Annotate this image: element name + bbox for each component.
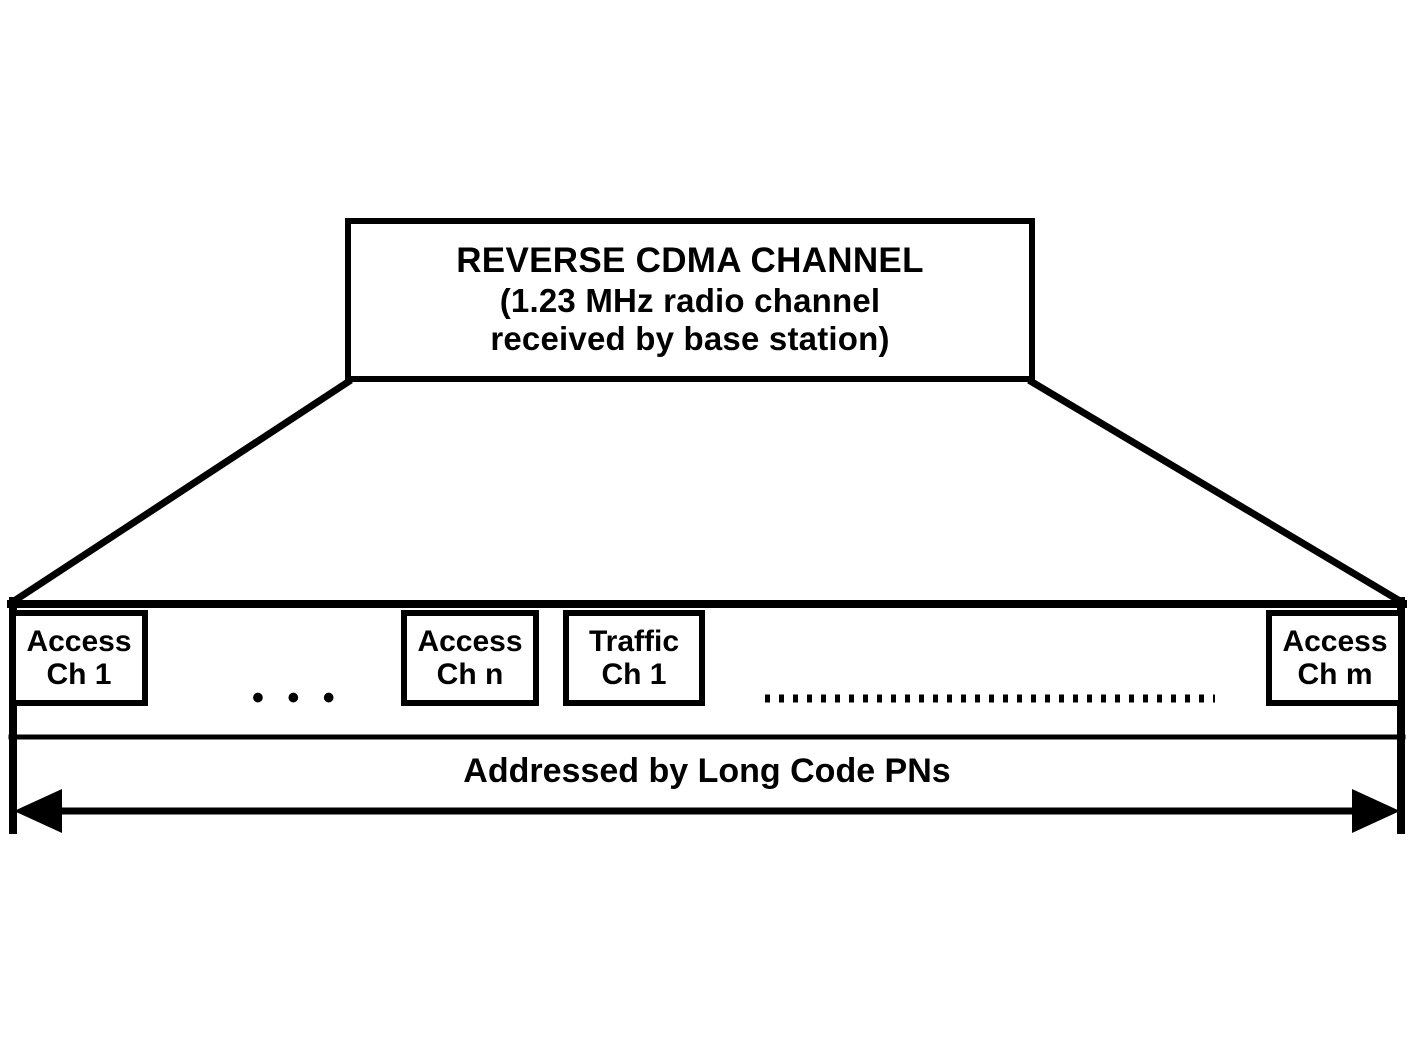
funnel-right-diagonal: [1027, 377, 1405, 606]
channel-cell-label-line-2: Ch 1: [46, 658, 112, 691]
ellipsis-between-access-channels: • • •: [252, 679, 342, 717]
dotted-filler-line: [765, 694, 1215, 703]
reverse-cdma-channel-header-box: REVERSE CDMA CHANNEL (1.23 MHz radio cha…: [345, 218, 1035, 382]
header-subtitle-line-2: received by base station): [490, 320, 890, 358]
channel-cell-label-line-2: Ch 1: [601, 658, 667, 691]
span-caption-addressed-by-long-code-pns: Addressed by Long Code PNs: [463, 752, 951, 790]
channel-cell-label-line-2: Ch n: [436, 658, 504, 691]
header-title-line: REVERSE CDMA CHANNEL: [456, 241, 924, 281]
channel-cell-access-ch-m: Access Ch m: [1266, 610, 1404, 706]
funnel-left-diagonal: [9, 377, 353, 606]
channel-cell-label-line-1: Traffic: [588, 625, 680, 658]
channel-cell-access-ch-1: Access Ch 1: [10, 610, 148, 706]
header-subtitle-line-1: (1.23 MHz radio channel: [499, 282, 881, 320]
channel-cell-traffic-ch-1: Traffic Ch 1: [563, 610, 705, 706]
channel-cell-label-line-2: Ch m: [1297, 658, 1373, 691]
channel-cell-label-line-1: Access: [417, 625, 523, 658]
span-arrow-head-left: [14, 789, 62, 833]
channel-cell-access-ch-n: Access Ch n: [401, 610, 539, 706]
channel-cell-label-line-1: Access: [1282, 625, 1388, 658]
channel-cell-label-line-1: Access: [26, 625, 132, 658]
span-arrow-head-right: [1352, 789, 1400, 833]
